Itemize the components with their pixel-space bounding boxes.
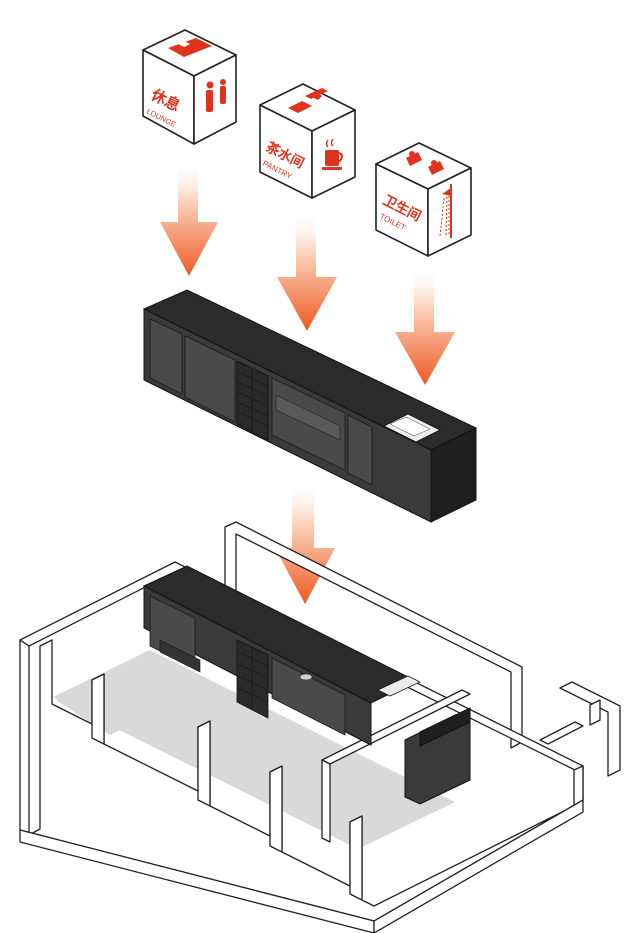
shelf-unit (236, 360, 269, 441)
faucet-icon (288, 88, 328, 113)
shower-icon (439, 184, 452, 238)
arrow-toilet (395, 265, 455, 385)
service-module-installed (142, 565, 471, 805)
arrow-module-down (275, 480, 335, 604)
shelf-unit-installed (236, 639, 269, 719)
bed-icon (168, 38, 212, 57)
cube-pantry: 茶水间 PANTRY (259, 83, 356, 199)
arrow-pantry (277, 210, 337, 331)
arrow-lounge (160, 160, 218, 276)
restroom-people-icon (406, 151, 444, 175)
cube-lounge: 休息 LOUNGE (142, 29, 237, 145)
people-talking-icon (206, 79, 226, 112)
service-module (142, 289, 478, 523)
floor-plan (19, 521, 621, 933)
coffee-cup-icon (322, 138, 343, 170)
cube-toilet: 卫生间 TOILET (375, 142, 472, 257)
